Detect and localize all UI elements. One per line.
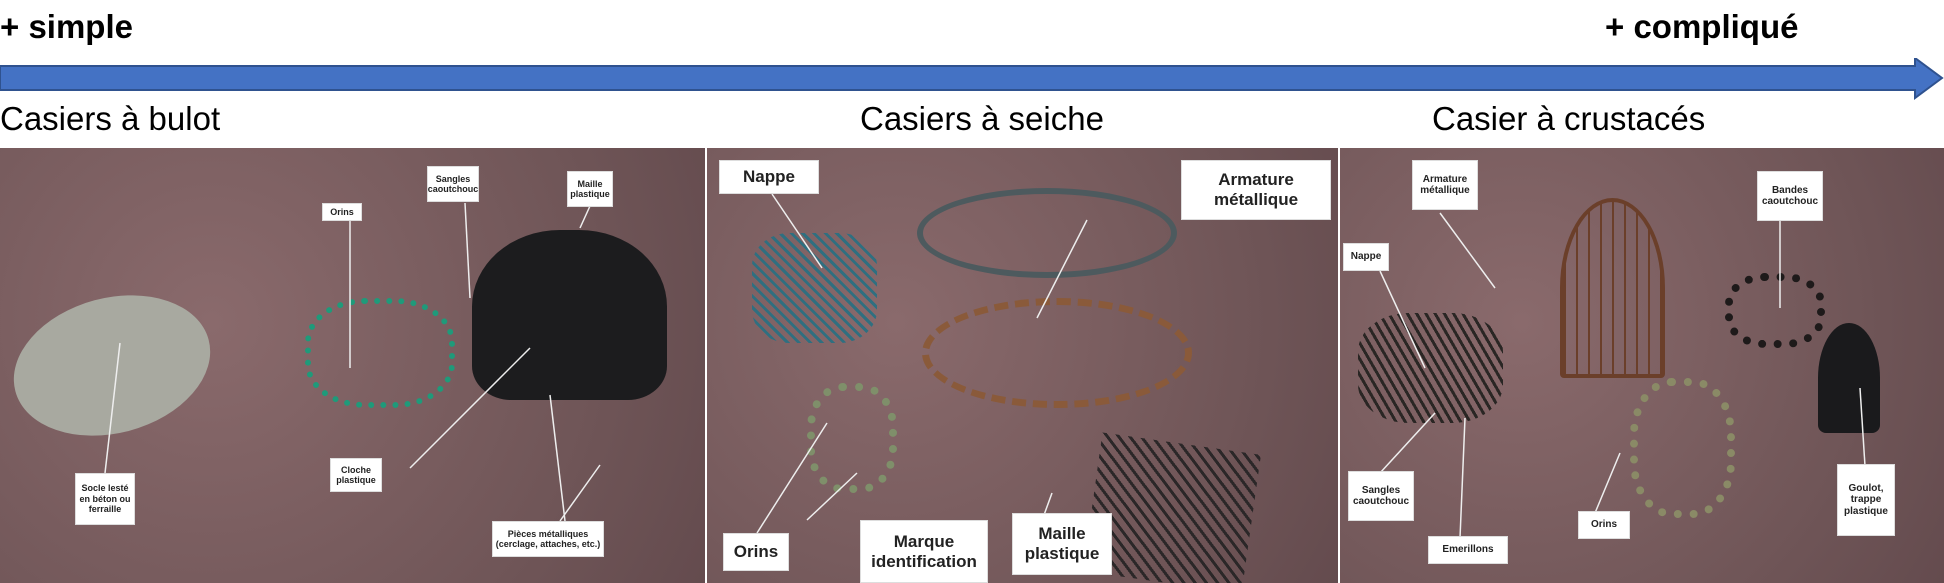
label-marque-identification: Marque identification [860,520,988,583]
rope-pile [1630,378,1735,518]
label-nappe: Nappe [719,160,819,194]
label-socle: Socle lesté en béton ou ferraille [75,473,135,525]
label-orins: Orins [723,533,789,571]
blue-net [752,233,877,343]
rubber-bands [1725,273,1825,348]
label-nappe: Nappe [1343,243,1389,271]
complexity-arrow [0,58,1944,100]
label-bandes-caoutchouc: Bandes caoutchouc [1757,171,1823,221]
label-armature-metallique: Armature métallique [1412,160,1478,210]
label-orins: Orins [322,203,362,221]
label-maille-plastique: Maille plastique [1012,513,1112,575]
label-armature-metallique: Armature métallique [1181,160,1331,220]
label-maille-plastique: Maille plastique [567,171,613,207]
complicated-label: + compliqué [1605,8,1799,45]
leader-lines [1379,212,1866,539]
label-cloche-plastique: Cloche plastique [330,458,382,492]
metal-frame-top [917,188,1177,278]
label-sangles-caoutchouc: Sangles caoutchouc [1348,471,1414,521]
label-goulot-trappe-plastique: Goulot, trappe plastique [1837,464,1895,536]
photo-casier-crustaces: Armature métallique Bandes caoutchouc Na… [1340,148,1944,583]
category-title-seiche: Casiers à seiche [860,100,1104,137]
rope-pile [807,383,897,493]
plastic-funnel [1818,323,1880,433]
category-title-crustaces: Casier à crustacés [1432,100,1706,137]
photo-casiers-seiche: Nappe Armature métallique Orins Marque i… [707,148,1338,583]
simple-label: + simple [0,8,133,45]
black-bell-trap [472,230,667,400]
category-title-bulot: Casiers à bulot [0,100,221,137]
photo-casiers-bulot: Orins Sangles caoutchouc Maille plastiqu… [0,148,705,583]
label-sangles-caoutchouc: Sangles caoutchouc [427,166,479,202]
leader-lines [104,202,601,522]
metal-cage [1560,198,1665,378]
dark-net [1358,313,1503,423]
label-pieces-metalliques: Pièces métalliques (cerclage, attaches, … [492,521,604,557]
green-rope [305,298,455,408]
label-emerillons: Emerillons [1428,536,1508,564]
metal-frame-bottom [922,298,1192,408]
label-orins: Orins [1578,511,1630,539]
